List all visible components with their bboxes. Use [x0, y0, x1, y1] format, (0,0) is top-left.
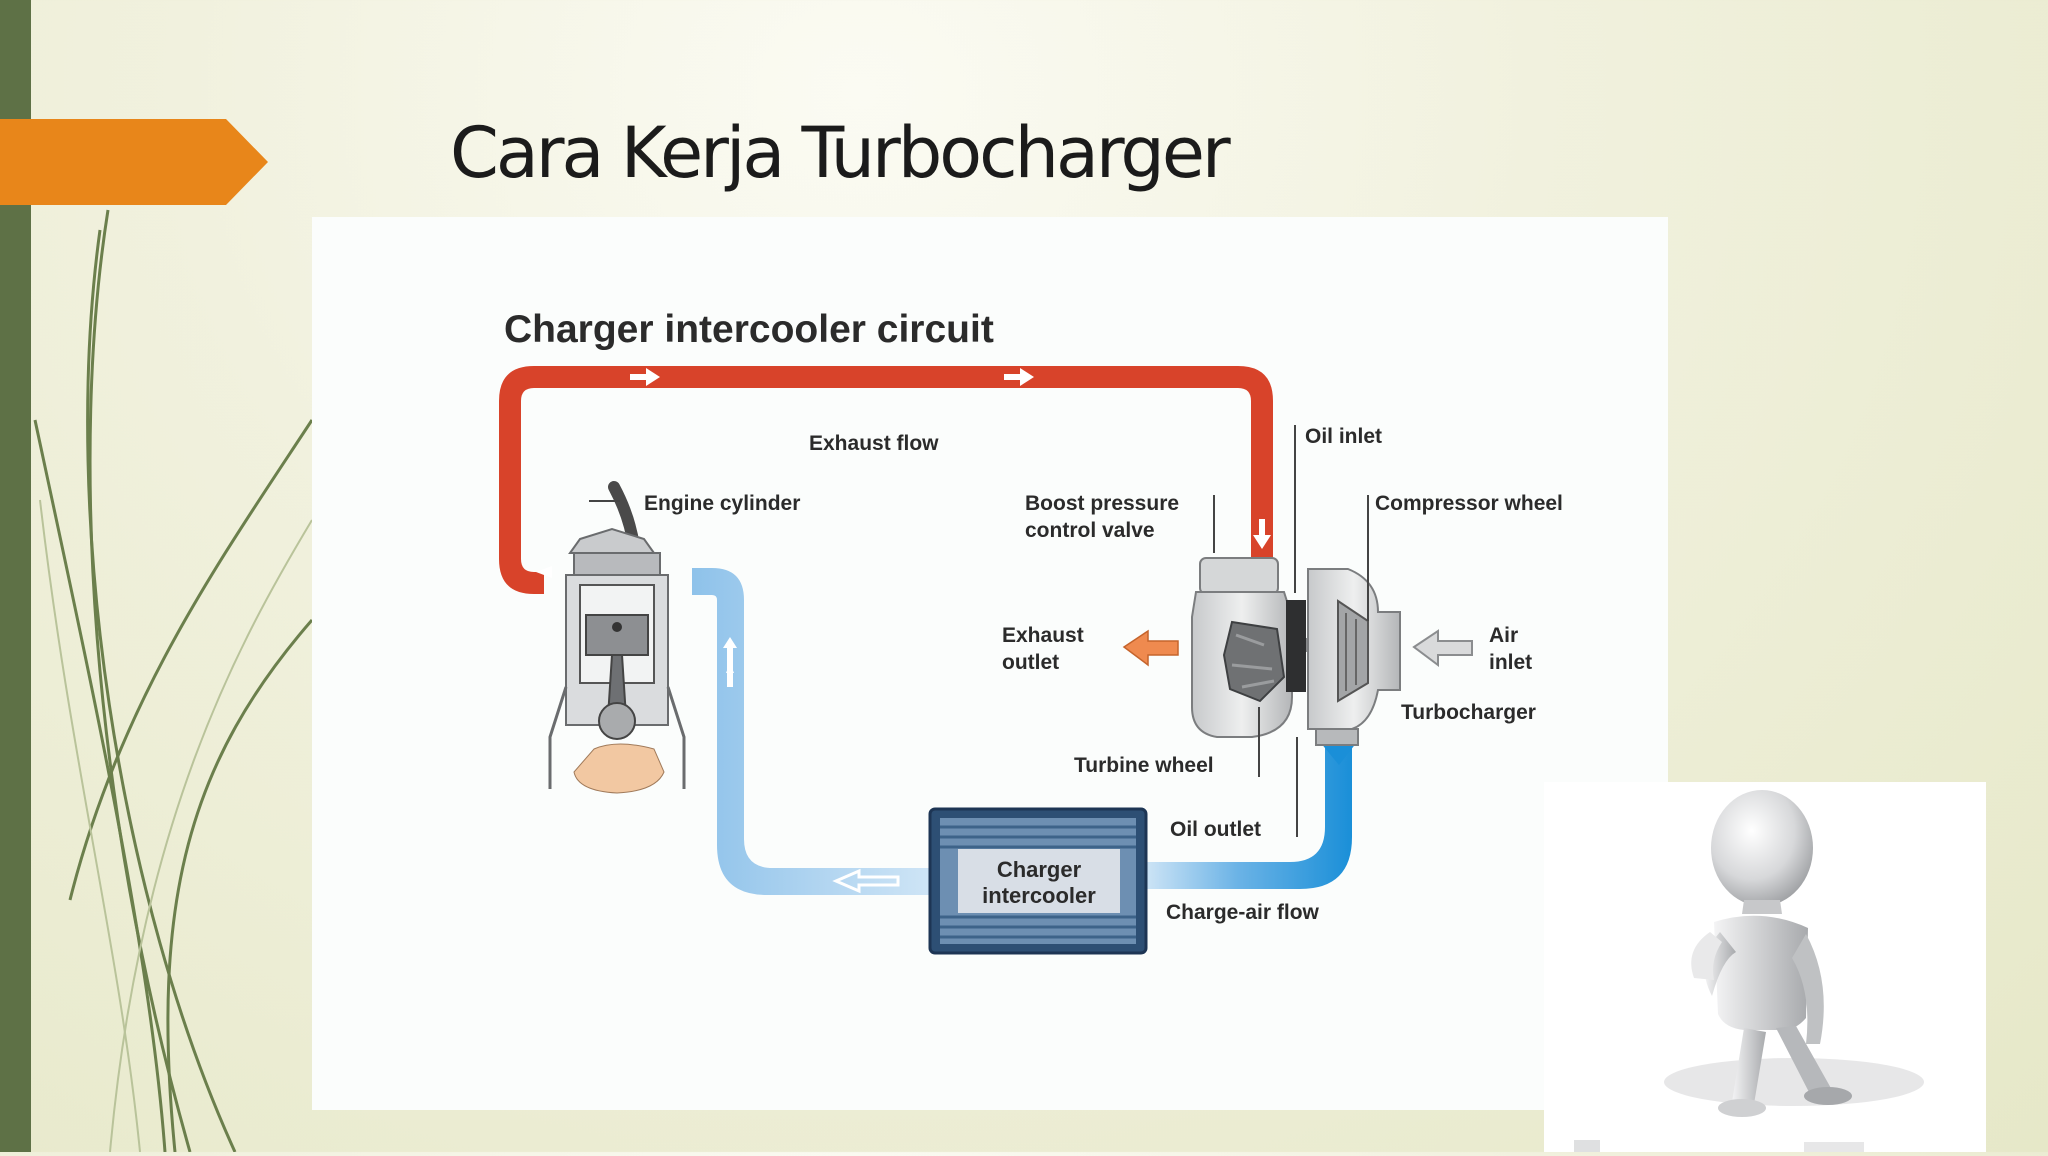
label-charge-air-flow: Charge-air flow: [1166, 901, 1320, 924]
label-oil-outlet: Oil outlet: [1170, 818, 1261, 841]
thinking-figure-panel: [1544, 782, 1986, 1152]
charge-air-loop: [692, 568, 1357, 895]
label-boost-valve-line2: control valve: [1025, 519, 1155, 542]
thinking-figure-icon: [1574, 790, 1924, 1152]
label-air-inlet-line1: Air: [1489, 624, 1518, 647]
label-engine-cylinder: Engine cylinder: [644, 492, 800, 515]
grass-decoration-icon: [33, 209, 314, 1152]
label-turbine-wheel: Turbine wheel: [1074, 754, 1214, 777]
turbo-diagram-panel: Charger intercooler circuit: [312, 217, 1668, 1110]
label-boost-valve-line1: Boost pressure: [1025, 492, 1179, 515]
exhaust-loop: [499, 366, 1273, 594]
label-exhaust-flow: Exhaust flow: [809, 432, 939, 455]
air-inlet-arrow-icon: [1412, 629, 1473, 667]
engine-cylinder-icon: [536, 481, 686, 794]
accent-arrow-icon: [0, 119, 268, 205]
slide-title: Cara Kerja Turbocharger: [450, 112, 1231, 194]
intercooler-label-line2: intercooler: [982, 883, 1096, 908]
label-oil-inlet: Oil inlet: [1305, 425, 1382, 448]
diagram-heading: Charger intercooler circuit: [504, 308, 994, 351]
leader-lines: [589, 425, 1369, 837]
label-air-inlet-line2: inlet: [1489, 651, 1532, 674]
exhaust-outlet-arrow-icon: [1122, 629, 1179, 667]
label-exhaust-outlet-line1: Exhaust: [1002, 624, 1084, 647]
intercooler-label-line1: Charger: [997, 857, 1082, 882]
label-exhaust-outlet-line2: outlet: [1002, 651, 1059, 674]
label-compressor-wheel: Compressor wheel: [1375, 492, 1563, 515]
turbocharger-icon: [1191, 557, 1401, 746]
charger-intercooler-icon: Charger intercooler: [928, 807, 1148, 955]
label-turbocharger: Turbocharger: [1401, 701, 1536, 724]
